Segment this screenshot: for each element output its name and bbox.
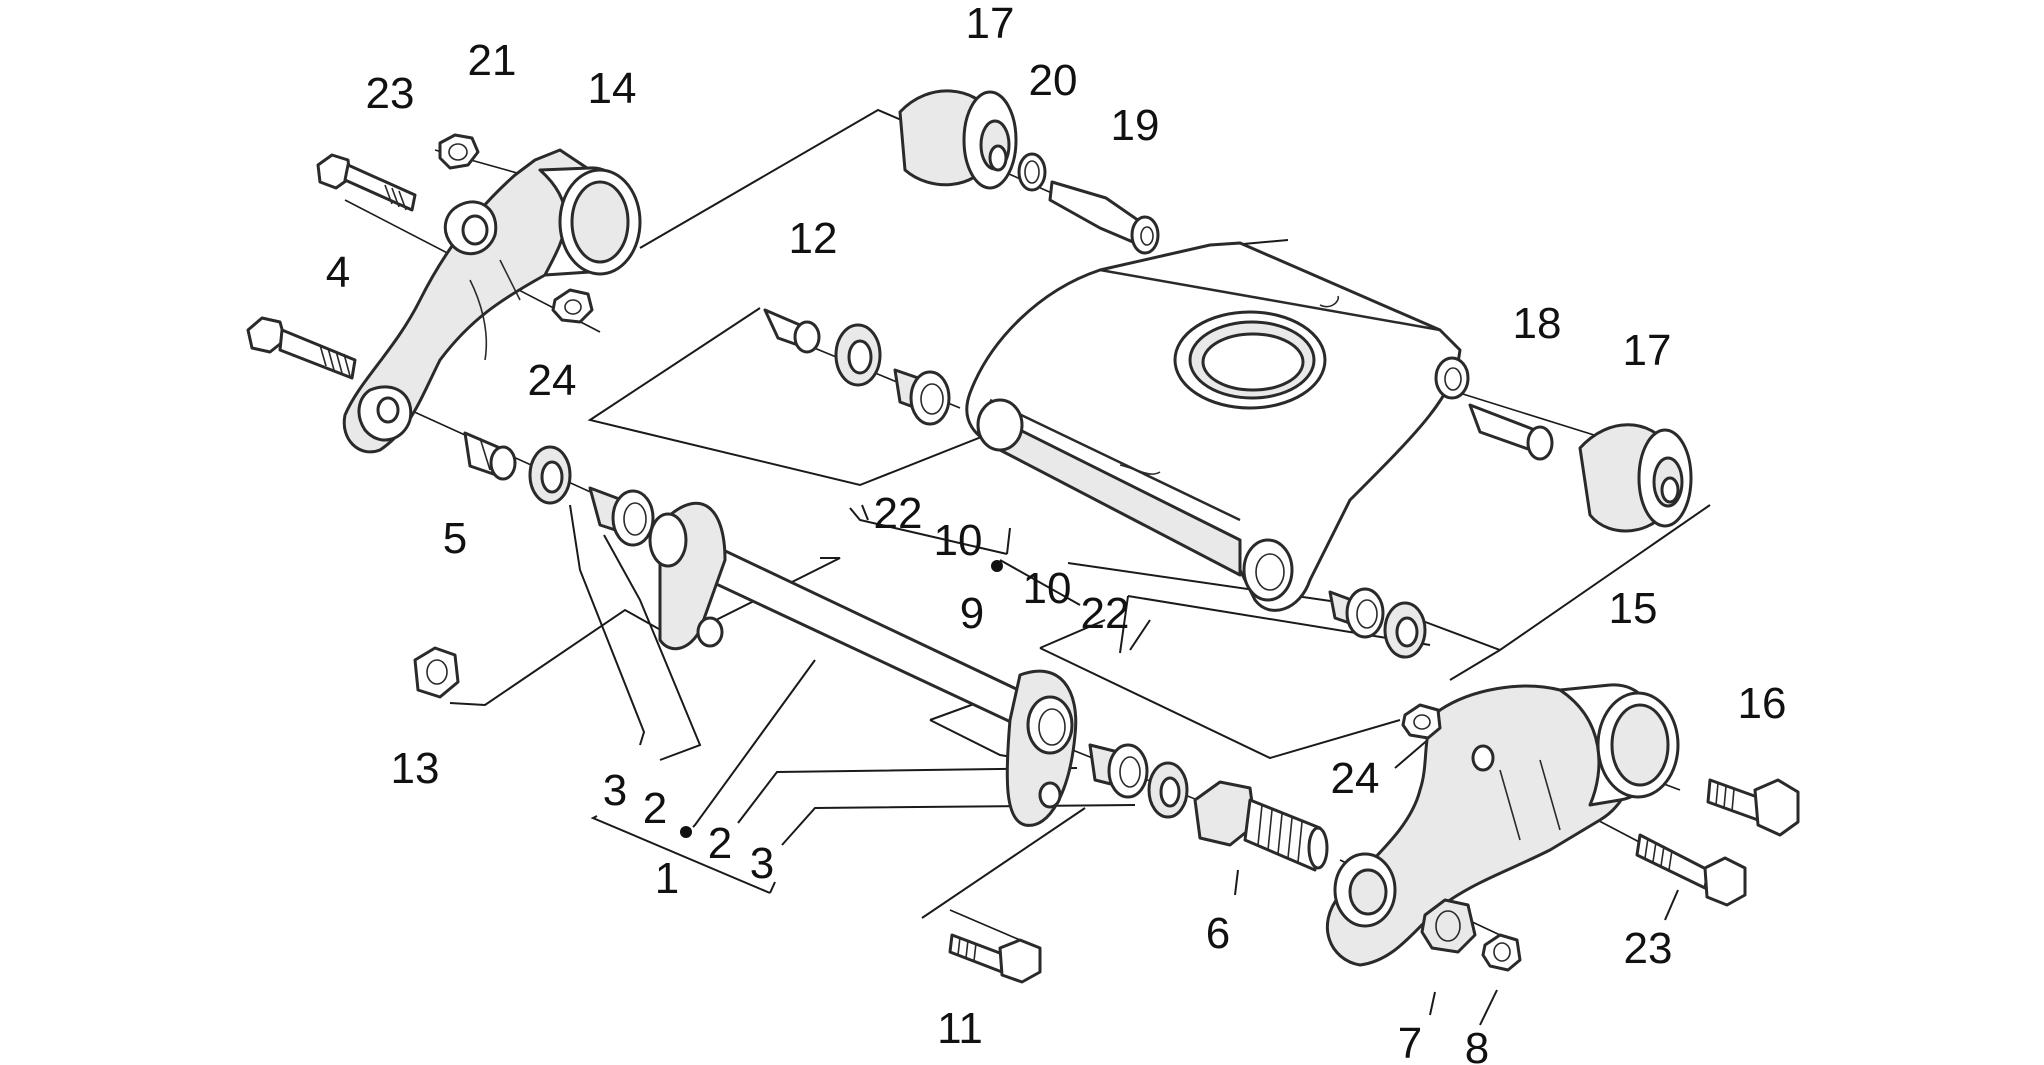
callout-23-right: 23 xyxy=(1624,924,1673,973)
callout-23-top: 23 xyxy=(366,69,415,118)
part-22-washer-top xyxy=(834,323,882,387)
callout-24-left: 24 xyxy=(528,356,577,405)
part-7-nut xyxy=(1420,898,1477,954)
part-11-bolt xyxy=(948,933,1042,984)
callout-2-left: 2 xyxy=(643,784,667,833)
callout-10-right: 10 xyxy=(1023,564,1072,613)
part-5-bushing xyxy=(463,431,517,481)
assembly-dot-1 xyxy=(680,826,692,838)
callout-20: 20 xyxy=(1029,56,1078,105)
part-18-bushing xyxy=(1468,403,1554,461)
callout-3-right: 3 xyxy=(750,839,774,888)
callout-24-right: 24 xyxy=(1331,754,1380,803)
callout-1: 1 xyxy=(655,854,679,903)
part-23-bolt-right xyxy=(1635,833,1747,907)
part-2-bushing-right xyxy=(1088,743,1149,799)
callout-18: 18 xyxy=(1513,299,1562,348)
callout-19: 19 xyxy=(1111,101,1160,150)
part-17-rubber-bushing-right xyxy=(1578,423,1693,533)
callout-15: 15 xyxy=(1609,584,1658,633)
part-19-pin xyxy=(1048,180,1160,255)
callout-14: 14 xyxy=(588,64,637,113)
part-20-circlip xyxy=(1017,152,1047,192)
assembly-lines xyxy=(449,108,1711,1026)
callout-21: 21 xyxy=(468,36,517,85)
part-9-swing-arm xyxy=(965,241,1470,612)
part-13-nut xyxy=(413,646,460,699)
callout-11: 11 xyxy=(937,1004,983,1053)
callout-6: 6 xyxy=(1206,909,1230,958)
callout-22-top: 22 xyxy=(874,489,923,538)
callout-13: 13 xyxy=(391,744,440,793)
part-2-bushing-left xyxy=(588,486,655,547)
part-16-bolt xyxy=(1706,778,1800,837)
part-10-bushing-top xyxy=(893,368,951,426)
callout-5: 5 xyxy=(443,514,467,563)
part-14-left-bracket xyxy=(342,148,642,454)
callout-17-right: 17 xyxy=(1623,326,1672,375)
callout-17-top: 17 xyxy=(966,0,1015,48)
callout-7: 7 xyxy=(1398,1019,1422,1065)
part-24-nut-left xyxy=(551,288,594,324)
assembly-dot-9 xyxy=(991,560,1003,572)
callout-2-right: 2 xyxy=(708,819,732,868)
part-8-nut xyxy=(1481,933,1522,972)
part-22-washer-right xyxy=(1383,601,1427,659)
callout-4: 4 xyxy=(326,248,350,297)
callout-22-right: 22 xyxy=(1081,589,1130,638)
callout-9: 9 xyxy=(960,589,984,638)
callout-16: 16 xyxy=(1738,679,1787,728)
part-12-bushing xyxy=(763,308,821,354)
part-15-right-bracket xyxy=(1325,683,1680,967)
part-24-nut-right xyxy=(1401,703,1442,740)
part-6-threaded-stud xyxy=(1193,780,1329,872)
callout-10-top: 10 xyxy=(934,516,983,565)
part-21-nut xyxy=(438,133,480,170)
part-1-pivot-tube xyxy=(648,501,1078,827)
part-17-rubber-bushing-top xyxy=(898,89,1018,190)
part-3-washer-right xyxy=(1147,761,1189,819)
callout-3-left: 3 xyxy=(603,766,627,815)
callout-8: 8 xyxy=(1465,1024,1489,1065)
part-4-bolt xyxy=(246,316,357,380)
part-3-washer-left xyxy=(528,445,572,505)
part-23-bolt-top xyxy=(316,153,417,212)
callout-12: 12 xyxy=(789,214,838,263)
callout-labels: 17 20 19 21 23 14 4 12 24 18 17 5 22 10 … xyxy=(326,0,1787,1065)
part-10-bushing-right xyxy=(1328,587,1385,639)
